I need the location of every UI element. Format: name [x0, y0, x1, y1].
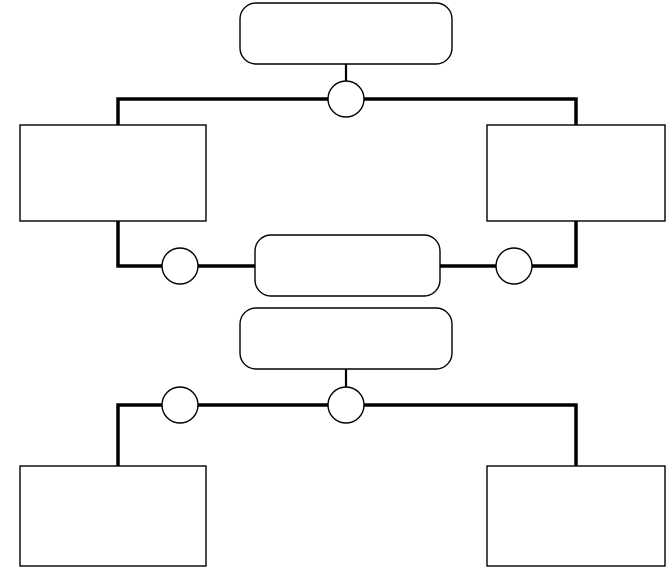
- upper-top-junction: [327, 80, 365, 118]
- upper-left-bottom-connector: [116, 219, 257, 268]
- upper-top-node: [239, 2, 453, 65]
- upper-left-box: [19, 124, 207, 222]
- upper-right-bottom-connector: [438, 219, 578, 268]
- lower-right-box: [486, 465, 666, 567]
- lower-left-box: [19, 465, 207, 567]
- lower-left-junction: [161, 386, 199, 424]
- lower-top-node: [239, 307, 453, 370]
- upper-left-bottom-junction: [161, 247, 199, 285]
- upper-center-node: [254, 234, 441, 297]
- lower-center-junction: [327, 386, 365, 424]
- upper-right-bottom-junction: [495, 247, 533, 285]
- upper-right-box: [486, 124, 666, 222]
